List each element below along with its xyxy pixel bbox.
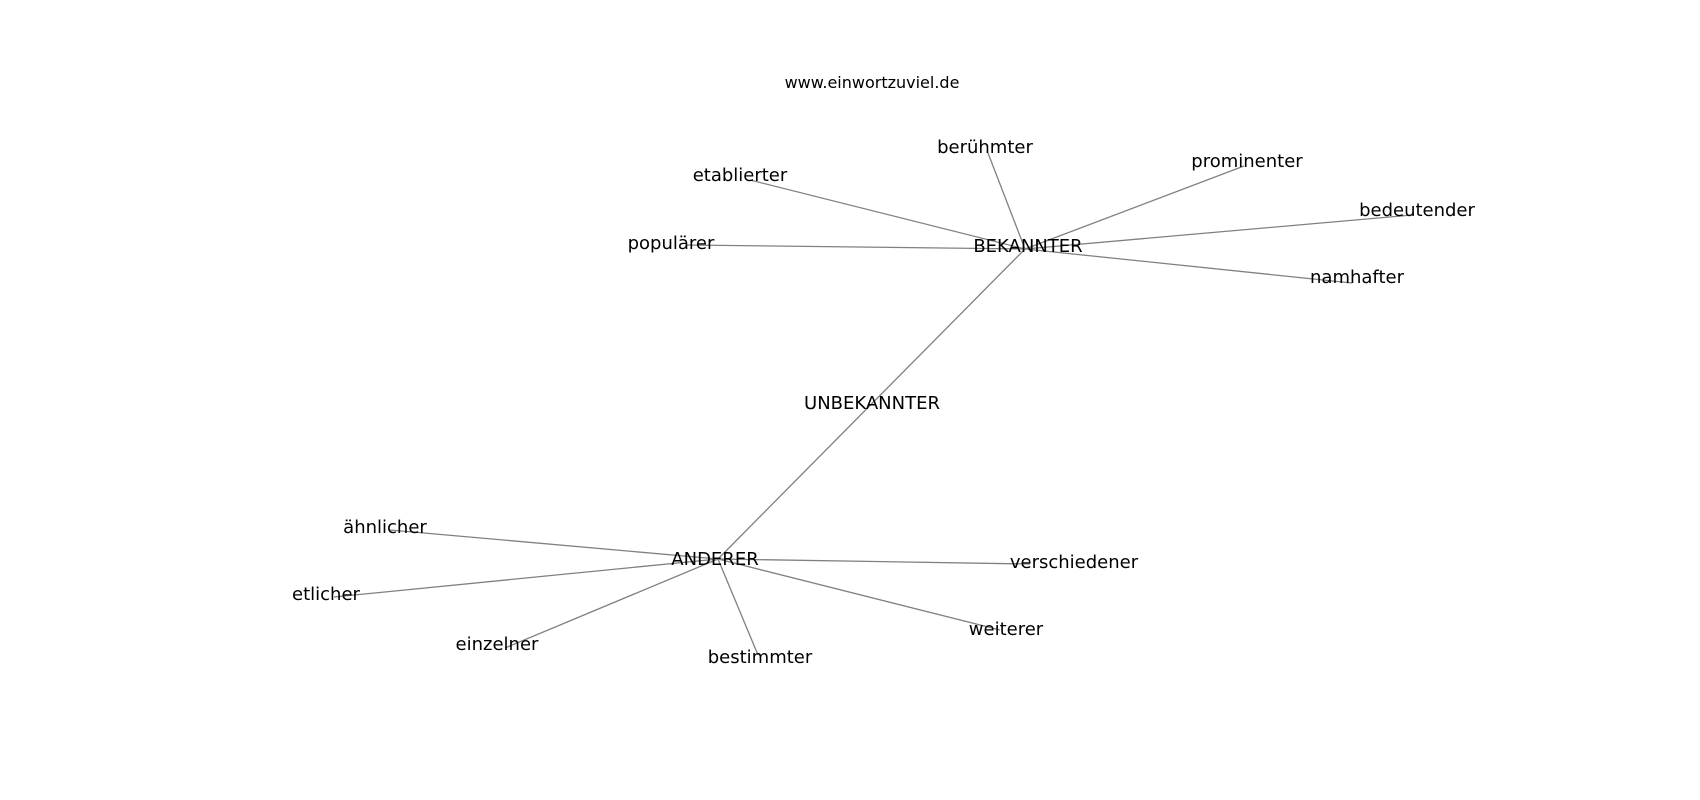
- node-label-populaerer: populärer: [628, 233, 715, 254]
- edges-layer: [333, 152, 1413, 656]
- node-label-bestimmter: bestimmter: [708, 647, 813, 668]
- edge-bekannter-namhafter: [1024, 248, 1353, 284]
- site-title: www.einwortzuviel.de: [785, 73, 960, 92]
- node-label-aehnlicher: ähnlicher: [343, 517, 427, 538]
- node-label-bekannter: BEKANNTER: [973, 236, 1082, 257]
- node-label-etablierter: etablierter: [693, 165, 788, 186]
- node-label-beruehmter: berühmter: [937, 137, 1033, 158]
- node-label-bedeutender: bedeutender: [1359, 200, 1475, 221]
- edge-bekannter-prominenter: [1024, 165, 1245, 250]
- node-label-verschiedener: verschiedener: [1010, 552, 1139, 573]
- node-label-namhafter: namhafter: [1310, 267, 1405, 288]
- edge-bekannter-etablierter: [749, 179, 1026, 250]
- node-label-unbekannter: UNBEKANNTER: [804, 393, 940, 414]
- node-label-anderer: ANDERER: [671, 549, 758, 570]
- edge-bekannter-anderer: [717, 248, 1026, 560]
- edge-anderer-etlicher: [333, 558, 719, 598]
- edge-anderer-weiterer: [717, 558, 1001, 631]
- edge-bekannter-beruehmter: [987, 152, 1026, 250]
- node-label-weiterer: weiterer: [969, 619, 1044, 640]
- edge-anderer-bestimmter: [717, 558, 759, 656]
- node-label-einzelner: einzelner: [456, 634, 539, 655]
- node-label-etlicher: etlicher: [292, 584, 361, 605]
- edge-anderer-verschiedener: [717, 558, 1031, 565]
- nodes-layer: UNBEKANNTER BEKANNTER ANDERER etablierter be…: [292, 137, 1475, 668]
- edge-bekannter-populaerer: [685, 244, 1026, 250]
- edge-anderer-einzelner: [504, 558, 719, 649]
- edge-anderer-aehnlicher: [389, 529, 719, 560]
- edge-bekannter-bedeutender: [1024, 214, 1413, 250]
- node-label-prominenter: prominenter: [1191, 151, 1303, 172]
